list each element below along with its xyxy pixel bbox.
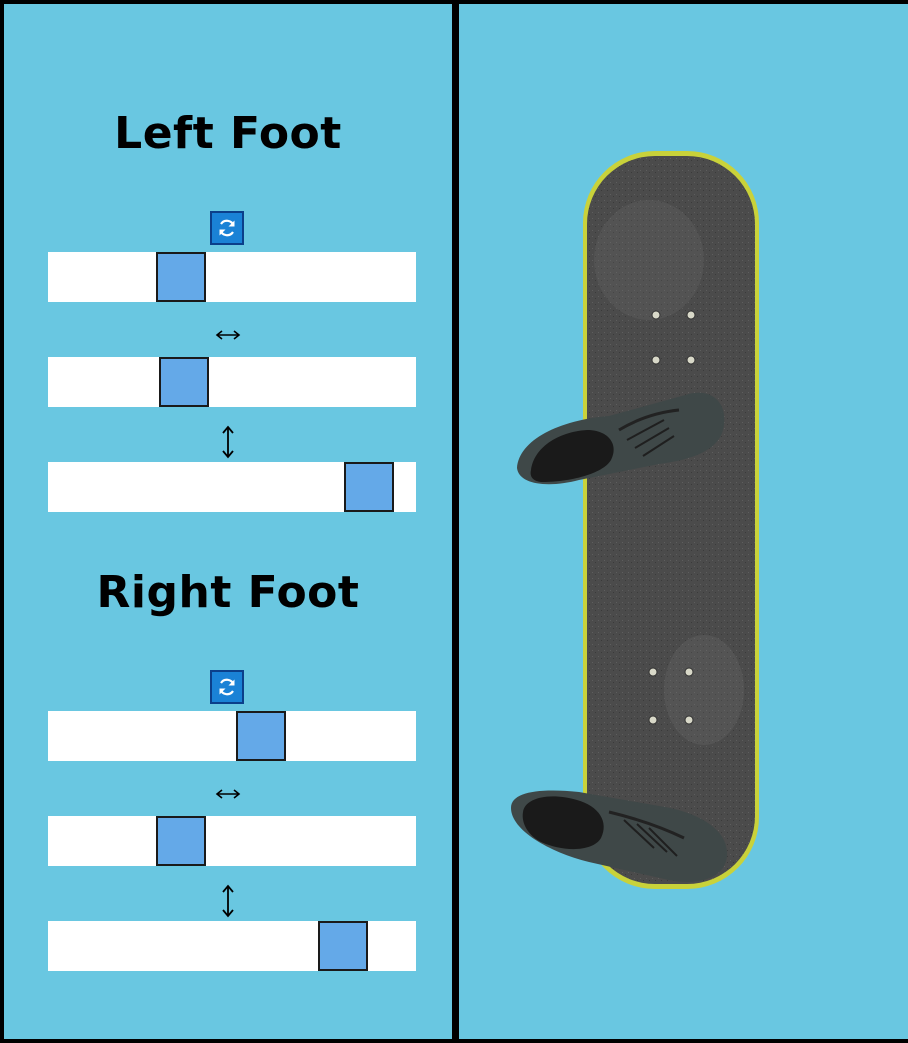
rotate-icon [219, 219, 235, 237]
left-foot-rotation-slider[interactable] [48, 252, 416, 302]
left-shoe [517, 392, 725, 485]
right-foot-title: Right Foot [96, 567, 360, 618]
right-foot-rotation-slider[interactable] [48, 711, 416, 761]
left-foot-vertical-thumb[interactable] [344, 462, 394, 512]
left-foot-rotation-thumb[interactable] [156, 252, 206, 302]
controls-panel: Left Foot Right Foot [4, 0, 452, 1039]
right-foot-rotation-thumb[interactable] [236, 711, 286, 761]
horizontal-arrow-icon [214, 782, 242, 810]
right-foot-horizontal-thumb[interactable] [156, 816, 206, 866]
truck-bolts-rear [648, 667, 694, 725]
board-preview [459, 0, 908, 1039]
left-foot-vertical-slider[interactable] [48, 462, 416, 512]
rotate-icon [219, 678, 235, 696]
vertical-arrow-icon [214, 884, 242, 922]
bottom-border [0, 1039, 908, 1043]
vertical-arrow-icon [214, 425, 242, 463]
right-foot-vertical-slider[interactable] [48, 921, 416, 971]
horizontal-arrow-icon [214, 323, 242, 351]
left-foot-horizontal-slider[interactable] [48, 357, 416, 407]
left-foot-rotate-button[interactable] [210, 211, 244, 245]
left-foot-title: Left Foot [114, 108, 342, 159]
right-foot-horizontal-slider[interactable] [48, 816, 416, 866]
right-foot-rotate-button[interactable] [210, 670, 244, 704]
left-foot-horizontal-thumb[interactable] [159, 357, 209, 407]
panel-divider [452, 0, 459, 1043]
right-shoe [511, 790, 728, 882]
skateboard-deck [583, 151, 759, 889]
right-foot-vertical-thumb[interactable] [318, 921, 368, 971]
truck-bolts-front [651, 310, 696, 365]
